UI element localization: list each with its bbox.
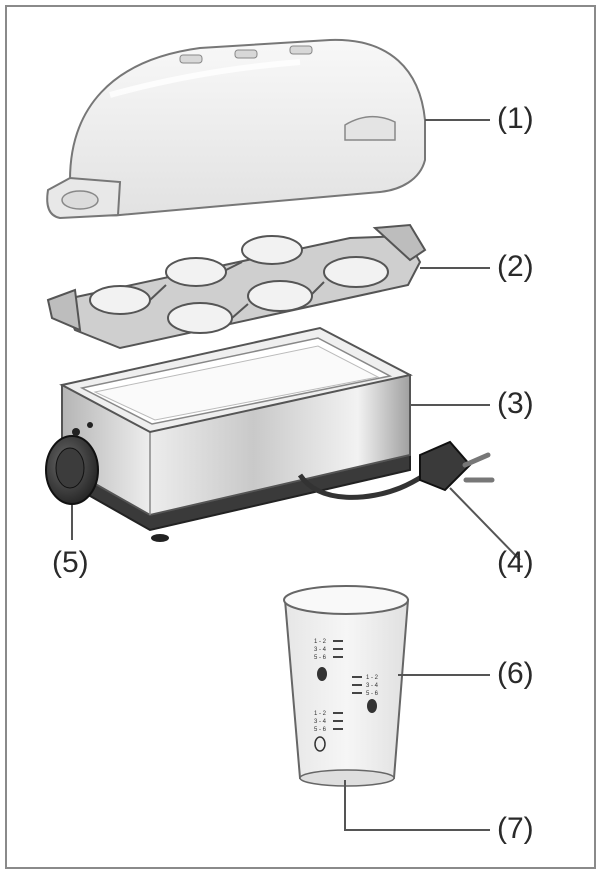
measuring-cup: 1 - 2 3 - 4 5 - 6 1 - 2 3 - 4 5 - 6 1 - … [283, 585, 410, 787]
cup-mark-top-2: 3 - 4 [314, 647, 327, 653]
leader-lines [71, 119, 521, 831]
callout-2: (2) [497, 250, 534, 283]
cup-mark-bot-2: 3 - 4 [314, 719, 327, 725]
cup-mark-bot-3: 5 - 6 [314, 727, 327, 733]
cup-mark-top-3: 5 - 6 [314, 655, 327, 661]
callout-5: (5) [52, 546, 89, 579]
cup-mark-mid-3: 5 - 6 [366, 691, 379, 697]
callout-1: (1) [497, 102, 534, 135]
egg-rack [46, 223, 427, 350]
callout-7: (7) [497, 812, 534, 845]
cup-mark-bot-1: 1 - 2 [314, 711, 327, 717]
cup-mark-top-1: 1 - 2 [314, 639, 327, 645]
base-unit [45, 326, 495, 542]
callout-6: (6) [497, 657, 534, 690]
leader-line-4 [449, 487, 521, 561]
cup-mark-mid-2: 3 - 4 [366, 683, 379, 689]
callout-3: (3) [497, 387, 534, 420]
cup-mark-mid-1: 1 - 2 [366, 675, 379, 681]
lid [46, 38, 426, 220]
leader-line-7 [344, 780, 490, 831]
callout-4: (4) [497, 546, 534, 579]
